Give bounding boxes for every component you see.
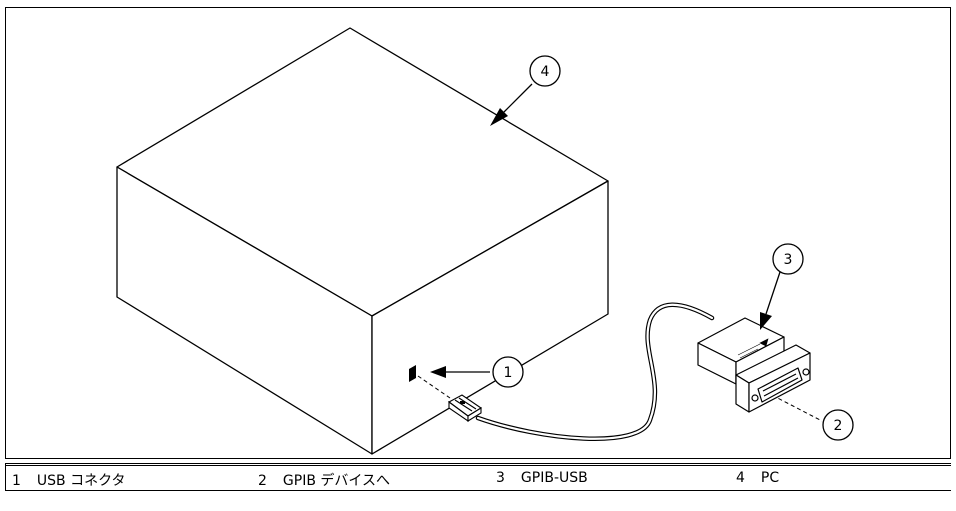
connection-diagram: 1 2 3 4 <box>116 27 854 455</box>
legend-rule-mid <box>5 465 951 466</box>
figure-frame <box>5 7 951 459</box>
legend-label: PC <box>760 470 780 486</box>
legend-left-edge <box>5 463 6 491</box>
legend-label: USB コネクタ <box>36 473 126 489</box>
pc-box <box>116 27 609 455</box>
gpib-usb-adapter <box>697 317 811 413</box>
legend-label: GPIB-USB <box>520 470 588 486</box>
legend-rule-bottom <box>5 490 951 491</box>
callout-4-number: 4 <box>541 64 550 80</box>
legend-item-2: 2 GPIB デバイスへ <box>258 470 390 490</box>
callout-2-number: 2 <box>834 418 843 434</box>
callout-2: 2 <box>822 409 854 441</box>
legend-number: 4 <box>736 470 745 486</box>
usb-plug <box>447 394 483 423</box>
callout-1: 1 <box>430 356 524 388</box>
callout-1-number: 1 <box>504 365 513 381</box>
callout-3: 3 <box>760 243 804 330</box>
legend-number: 2 <box>258 473 267 489</box>
pc-box-right <box>371 180 609 455</box>
callout-3-number: 3 <box>784 252 793 268</box>
legend-rule-top <box>5 463 951 464</box>
legend-item-1: 1 USB コネクタ <box>12 470 126 490</box>
legend-number: 3 <box>496 470 505 486</box>
legend-item-3: 3 GPIB-USB <box>496 470 588 486</box>
usb-port <box>409 365 416 382</box>
legend-label: GPIB デバイスへ <box>282 473 390 489</box>
legend-number: 1 <box>12 473 21 489</box>
callout-4: 4 <box>490 55 561 126</box>
legend-item-4: 4 PC <box>736 470 779 486</box>
adapter-logo <box>737 338 769 359</box>
